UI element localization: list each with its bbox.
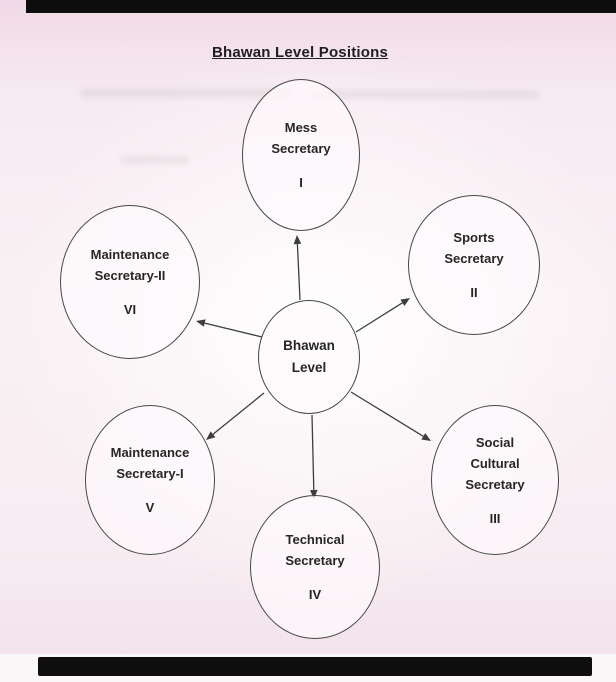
node-label-line: Cultural [470, 455, 520, 471]
arrow-to-maintenance-secretary-2 [196, 319, 263, 338]
node-bhawan-level-center: Bhawan Level [258, 300, 360, 414]
node-label-line: Secretary [285, 553, 345, 568]
arrow-to-social-cultural-secretary [350, 391, 431, 441]
node-numeral: V [145, 500, 155, 515]
scan-edge-top [26, 0, 616, 13]
node-social-cultural-secretary: Social Cultural Secretary III [431, 405, 559, 555]
arrow-head [400, 298, 410, 306]
arrow-line [350, 391, 424, 437]
scan-artifact-smudge [80, 88, 290, 98]
node-technical-secretary: Technical Secretary IV [250, 495, 380, 639]
arrow-to-technical-secretary [310, 414, 318, 499]
diagram-title: Bhawan Level Positions [211, 44, 389, 61]
arrow-line [204, 322, 263, 338]
node-label-line: Mess [284, 120, 318, 135]
node-numeral: I [299, 175, 303, 190]
arrow-to-maintenance-secretary-1 [206, 392, 265, 440]
node-numeral: VI [123, 302, 137, 317]
node-label-line: Social [475, 434, 515, 450]
node-label-line: Maintenance [90, 247, 170, 262]
node-label-line: Technical [285, 532, 345, 547]
arrow-line [212, 392, 265, 435]
node-maintenance-secretary-1: Maintenance Secretary-I V [85, 405, 215, 555]
node-label-line: Secretary [444, 251, 504, 266]
node-maintenance-secretary-2: Maintenance Secretary-II VI [60, 205, 200, 359]
node-label-line: Maintenance [110, 445, 190, 460]
node-label-line: Bhawan [283, 338, 335, 353]
node-numeral: III [489, 510, 501, 526]
node-label-line: Secretary-II [94, 268, 166, 283]
node-numeral: II [470, 285, 478, 300]
arrow-to-mess-secretary [293, 235, 302, 301]
node-label-line: Secretary [465, 476, 525, 492]
node-label-line: Secretary-I [116, 466, 184, 481]
arrow-head [206, 431, 216, 440]
arrow-to-sports-secretary [355, 298, 410, 333]
arrow-line [311, 414, 315, 491]
node-label-line: Secretary [271, 141, 331, 156]
arrow-head [293, 235, 302, 245]
scan-artifact-smudge [310, 90, 540, 99]
node-sports-secretary: Sports Secretary II [408, 195, 540, 335]
scan-edge-bottom [38, 657, 592, 676]
arrow-line [355, 302, 403, 333]
node-mess-secretary: Mess Secretary I [242, 79, 360, 231]
node-label-line: Level [291, 360, 327, 375]
arrow-head [421, 433, 431, 441]
node-numeral: IV [308, 587, 322, 602]
node-label-line: Sports [453, 230, 495, 245]
arrow-head [310, 489, 318, 499]
scan-artifact-smudge [120, 156, 190, 164]
arrow-line [296, 243, 301, 301]
arrow-head [196, 319, 206, 327]
